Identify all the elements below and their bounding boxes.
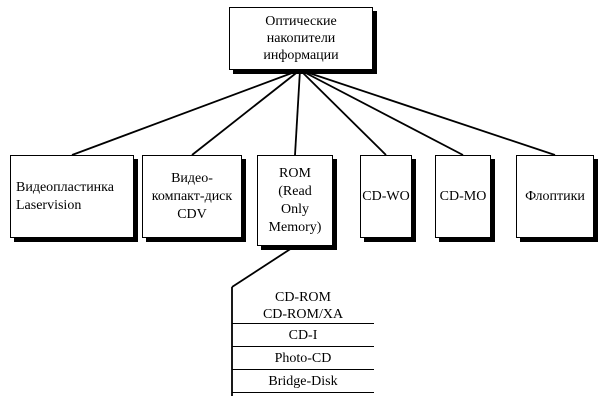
edge-root-cdv bbox=[191, 69, 301, 156]
edge-root-laservision bbox=[71, 69, 301, 156]
category-cd-wo: CD-WO bbox=[360, 155, 412, 238]
category-cd-mo: CD-MO bbox=[435, 155, 491, 238]
category-laservision: Видеопластинка Laservision bbox=[10, 155, 134, 238]
rom-subtype-list: CD-ROM CD-ROM/XA CD-I Photo-CD Bridge-Di… bbox=[232, 287, 374, 393]
rom-subtype-cd-i: CD-I bbox=[232, 324, 374, 347]
edge-root-cd-mo bbox=[299, 69, 464, 156]
edge-root-floptiki bbox=[299, 69, 556, 156]
category-cdv: Видео- компакт-диск CDV bbox=[142, 155, 242, 238]
rom-subtype-bridge-disk: Bridge-Disk bbox=[232, 370, 374, 393]
rom-subtype-photo-cd: Photo-CD bbox=[232, 347, 374, 370]
edge-rom-subtypes bbox=[231, 245, 296, 288]
edge-root-cd-wo bbox=[299, 69, 387, 156]
rom-subtype-cd-rom: CD-ROM CD-ROM/XA bbox=[232, 287, 374, 324]
category-floptiki: Флоптики bbox=[516, 155, 594, 238]
edge-root-rom bbox=[294, 69, 301, 156]
category-rom: ROM (Read Only Memory) bbox=[257, 155, 333, 246]
root-node: Оптические накопители информации bbox=[229, 7, 373, 70]
